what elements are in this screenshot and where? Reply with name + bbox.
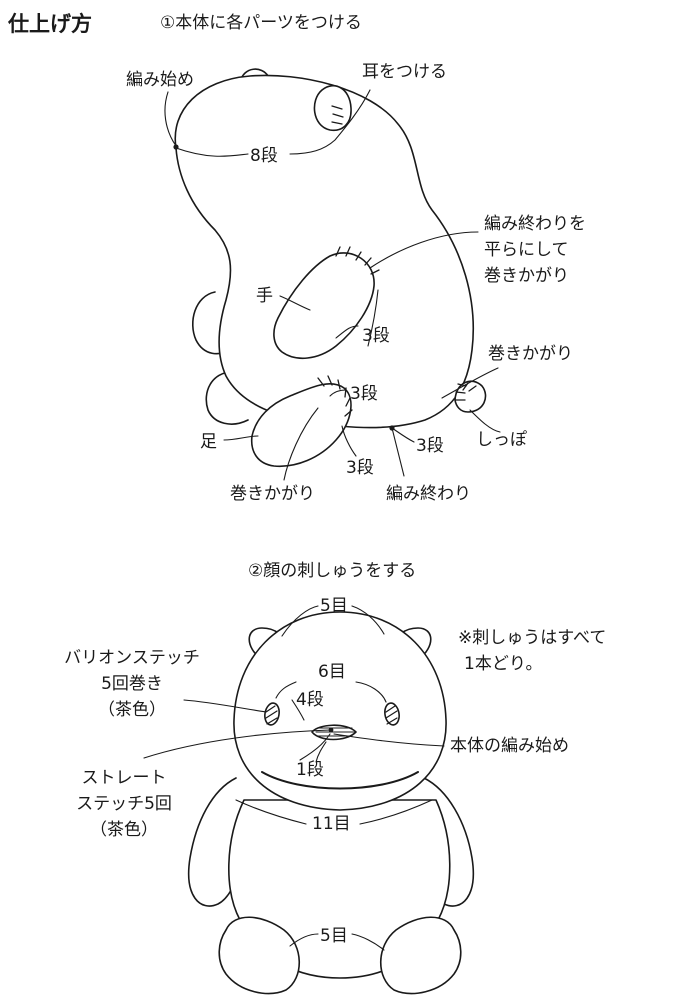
front-leg	[250, 383, 352, 468]
label-straight-2: ステッチ5回	[76, 794, 172, 814]
label-amihajime: 編み始め	[126, 70, 194, 90]
page-title: 仕上げ方	[8, 12, 92, 36]
front-view-bear	[187, 611, 475, 995]
left-foot	[218, 916, 300, 995]
label-5me-bottom: 5目	[320, 926, 348, 946]
label-3dan-bottom: 3段	[346, 458, 374, 478]
step2-heading: ②顔の刺しゅうをする	[248, 561, 417, 581]
face-embroidery	[261, 702, 419, 790]
label-shippo: しっぽ	[476, 430, 527, 450]
label-owari-2: 平らにして	[484, 240, 569, 260]
label-owari-3: 巻きかがり	[484, 266, 569, 286]
label-6me: 6目	[318, 662, 346, 682]
label-4dan: 4段	[296, 690, 324, 710]
label-makikagari-leg: 巻きかがり	[230, 484, 315, 504]
head	[233, 611, 447, 811]
label-note-2: 1本どり。	[464, 654, 543, 674]
label-te: 手	[256, 286, 273, 306]
label-ashi: 足	[200, 432, 217, 452]
label-hontai-start: 本体の編み始め	[450, 736, 569, 756]
label-owari-1: 編み終わりを	[484, 214, 586, 234]
label-note-1: ※刺しゅうはすべて	[458, 628, 607, 648]
back-leg	[205, 371, 249, 425]
step1-heading: ①本体に各パーツをつける	[160, 13, 362, 33]
label-bullion-1: バリオンステッチ	[64, 648, 200, 668]
label-mimi: 耳をつける	[362, 62, 447, 82]
step1-leaders	[164, 89, 501, 481]
label-bullion-3: （茶色）	[98, 700, 166, 720]
label-11me: 11目	[312, 814, 351, 834]
label-8dan: 8段	[250, 146, 278, 166]
label-amiowari: 編み終わり	[386, 484, 471, 504]
label-straight-3: （茶色）	[90, 820, 158, 840]
label-1dan: 1段	[296, 760, 324, 780]
right-foot	[380, 916, 462, 995]
step2-leaders	[143, 605, 445, 951]
mouth	[261, 771, 419, 790]
label-3dan-arm: 3段	[362, 326, 390, 346]
label-makikagari-tail: 巻きかがり	[488, 344, 573, 364]
arm	[273, 252, 375, 359]
side-view-bear	[174, 68, 487, 468]
front-ear	[313, 84, 352, 132]
label-5me-top: 5目	[320, 596, 348, 616]
label-3dan-leg: 3段	[350, 384, 378, 404]
label-bullion-2: 5回巻き	[101, 674, 163, 694]
label-straight-1: ストレート	[81, 768, 167, 788]
label-3dan-right: 3段	[416, 436, 444, 456]
tail	[454, 380, 487, 413]
